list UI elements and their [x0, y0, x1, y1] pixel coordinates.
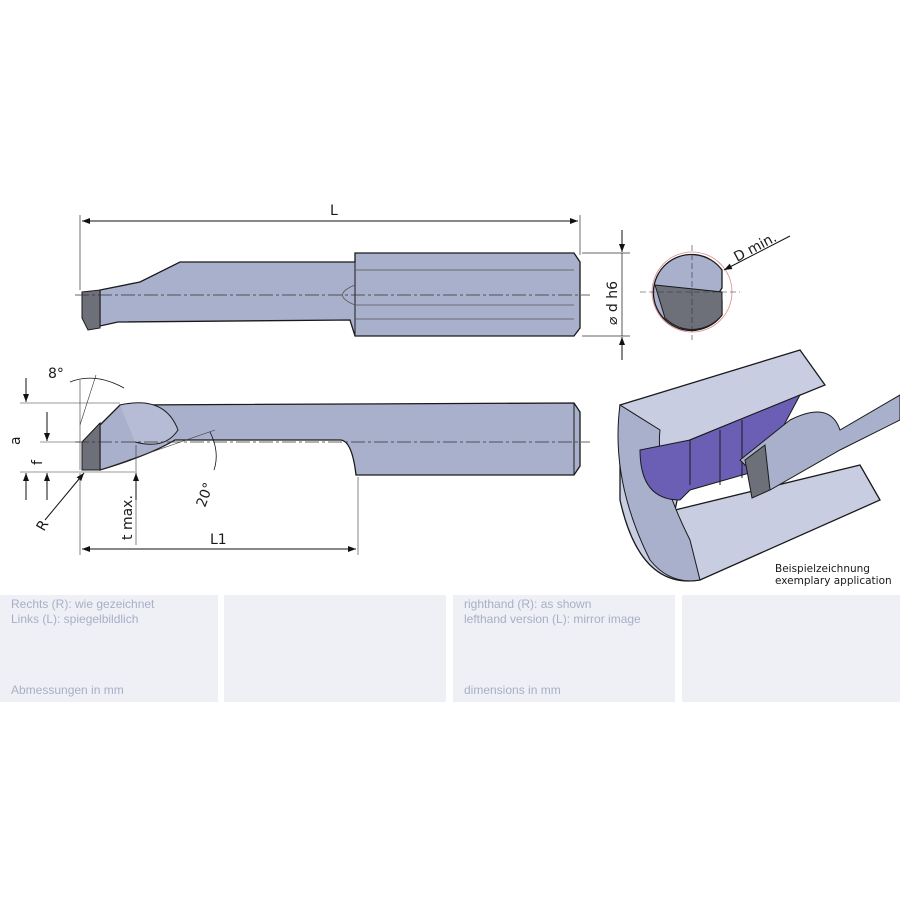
- label-L1: L1: [210, 532, 227, 548]
- end-view: D min.: [640, 230, 791, 340]
- side-view-tool: [75, 402, 590, 476]
- note-de-units: Abmessungen in mm: [11, 683, 124, 697]
- label-8-deg: 8°: [48, 366, 64, 382]
- label-L: L: [330, 203, 338, 219]
- empty-cell-2: [682, 595, 900, 702]
- label-20-deg: 20°: [194, 481, 218, 510]
- note-en-righthand: righthand (R): as shown: [464, 597, 592, 611]
- empty-cell-1: [224, 595, 446, 702]
- label-f: f: [30, 459, 46, 465]
- label-a: a: [8, 436, 24, 445]
- caption-de: Beispielzeichnung: [775, 563, 870, 575]
- notes-en-cell: righthand (R): as shown lefthand version…: [453, 595, 675, 702]
- note-en-units: dimensions in mm: [464, 683, 561, 697]
- label-d-h6: ⌀ d h6: [605, 281, 621, 325]
- side-view-dimensions: a f 8° R t max. 20° L1: [8, 366, 359, 555]
- label-t-max: t max.: [120, 495, 136, 540]
- top-view-tool: [75, 252, 590, 337]
- caption-en: exemplary application: [775, 575, 892, 587]
- application-illustration: Beispielzeichnung exemplary application: [617, 349, 900, 587]
- note-de-righthand: Rechts (R): wie gezeichnet: [11, 597, 155, 611]
- note-en-lefthand: lefthand version (L): mirror image: [464, 612, 641, 626]
- notes-de-cell: Rechts (R): wie gezeichnet Links (L): sp…: [0, 595, 218, 702]
- dimension-L: L: [79, 203, 581, 290]
- note-de-lefthand: Links (L): spiegelbildlich: [11, 612, 139, 626]
- label-R: R: [34, 517, 53, 534]
- label-D-min: D min.: [731, 230, 779, 266]
- dimension-d-h6: ⌀ d h6: [582, 230, 630, 360]
